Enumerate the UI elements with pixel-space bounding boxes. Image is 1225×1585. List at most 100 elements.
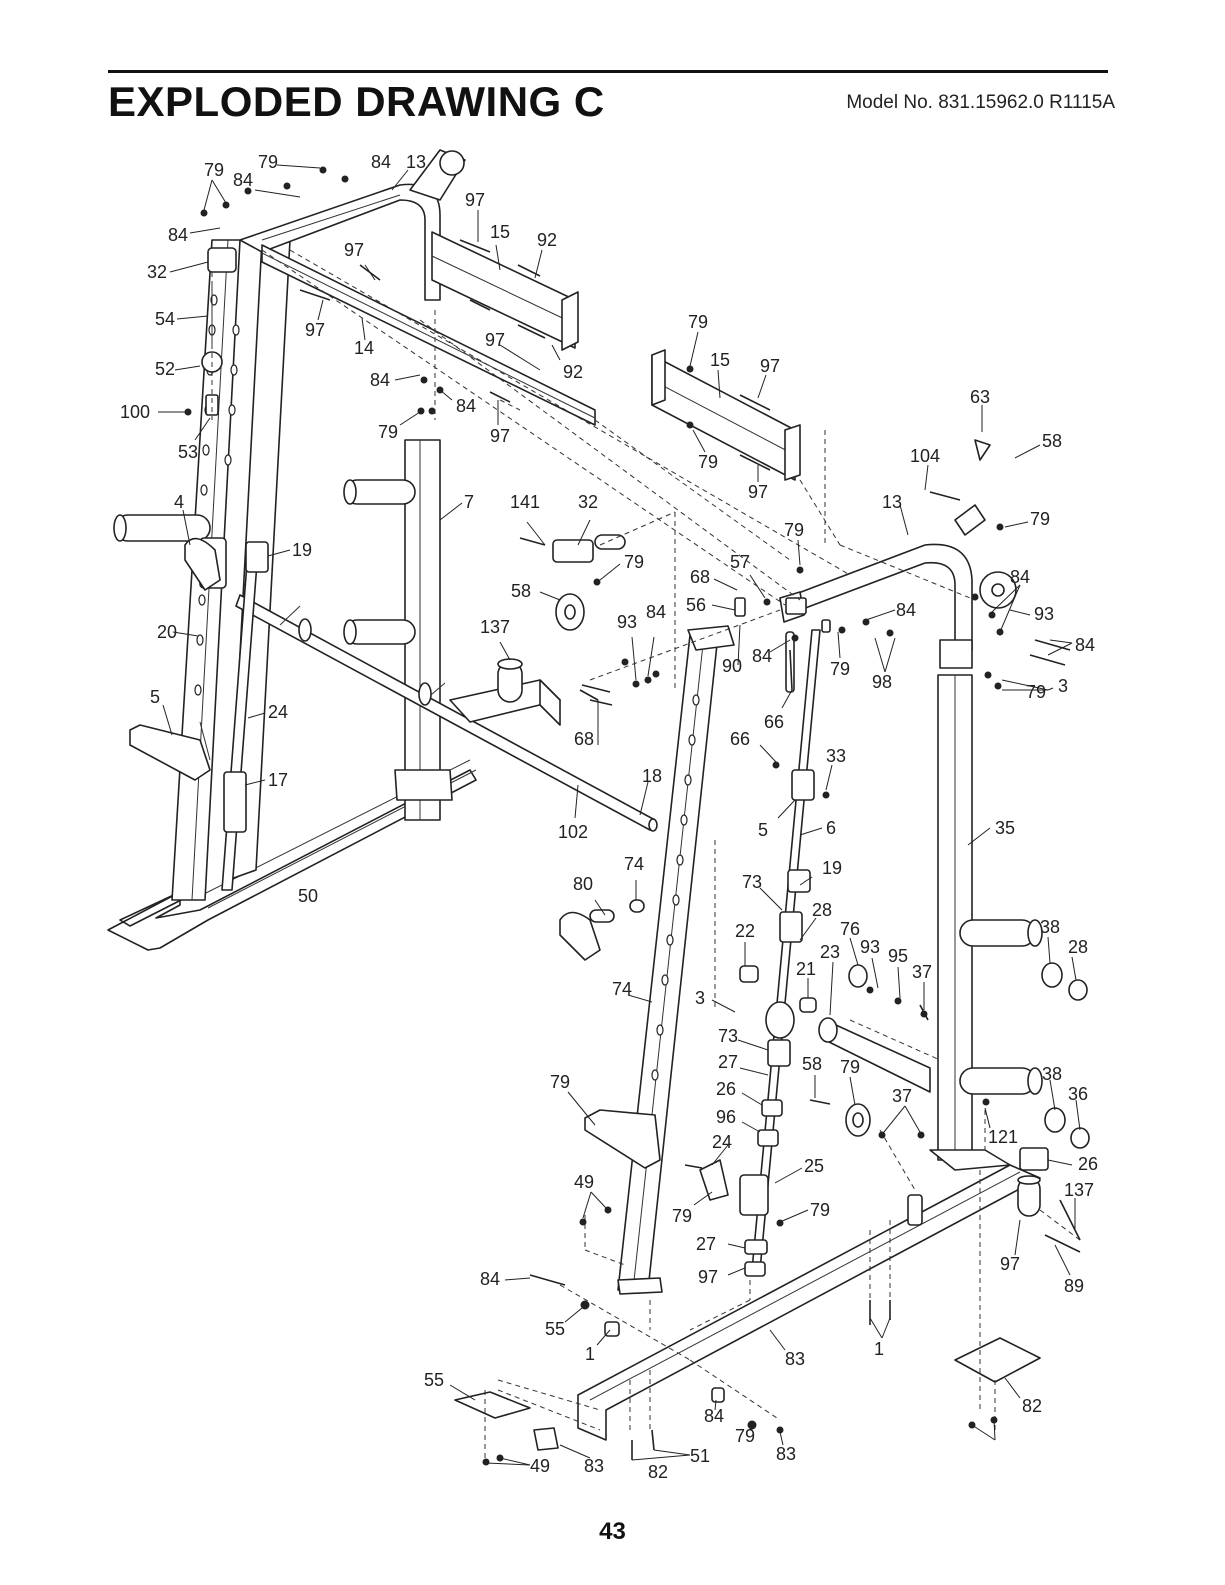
callout: 37 bbox=[912, 962, 932, 982]
callout: 83 bbox=[584, 1456, 604, 1476]
mid-pulley-carriage bbox=[552, 534, 626, 631]
callout: 22 bbox=[735, 921, 755, 941]
left-hooks bbox=[129, 537, 221, 781]
top-pulley-13 bbox=[409, 149, 466, 201]
callout: 79 bbox=[698, 452, 718, 472]
callout: 79 bbox=[204, 160, 224, 180]
callout: 96 bbox=[716, 1107, 736, 1127]
callout: 74 bbox=[612, 979, 632, 999]
callout: 97 bbox=[748, 482, 768, 502]
callout: 58 bbox=[511, 581, 531, 601]
callout: 56 bbox=[686, 595, 706, 615]
callout: 79 bbox=[735, 1426, 755, 1446]
callout: 28 bbox=[1068, 937, 1088, 957]
right-carriage bbox=[739, 964, 931, 1137]
left-cable-hardware bbox=[201, 247, 237, 420]
callout: 104 bbox=[910, 446, 940, 466]
callout: 84 bbox=[370, 370, 390, 390]
callout: 95 bbox=[888, 946, 908, 966]
callout: 7 bbox=[464, 492, 474, 512]
callout: 19 bbox=[292, 540, 312, 560]
callout: 137 bbox=[1064, 1180, 1094, 1200]
callout: 84 bbox=[1075, 635, 1095, 655]
callout: 58 bbox=[1042, 431, 1062, 451]
callout: 5 bbox=[758, 820, 768, 840]
callout: 97 bbox=[490, 426, 510, 446]
callout: 97 bbox=[465, 190, 485, 210]
callout: 3 bbox=[1058, 676, 1068, 696]
callout: 84 bbox=[646, 602, 666, 622]
callout: 84 bbox=[233, 170, 253, 190]
callout: 1 bbox=[585, 1344, 595, 1364]
callout: 93 bbox=[860, 937, 880, 957]
barbell bbox=[235, 594, 658, 832]
callout: 73 bbox=[742, 872, 762, 892]
callout: 49 bbox=[530, 1456, 550, 1476]
leader-lines bbox=[158, 164, 1081, 1466]
callout: 100 bbox=[120, 402, 150, 422]
callout: 102 bbox=[558, 822, 588, 842]
callout: 20 bbox=[157, 622, 177, 642]
page-number: 43 bbox=[599, 1518, 626, 1545]
callout: 32 bbox=[578, 492, 598, 512]
callout: 141 bbox=[510, 492, 540, 512]
callout: 58 bbox=[802, 1054, 822, 1074]
callout: 74 bbox=[624, 854, 644, 874]
right-hooks bbox=[559, 899, 661, 1169]
callout: 19 bbox=[822, 858, 842, 878]
callout: 55 bbox=[545, 1319, 565, 1339]
callout: 27 bbox=[696, 1234, 716, 1254]
callout: 17 bbox=[268, 770, 288, 790]
callout: 79 bbox=[688, 312, 708, 332]
model-number: Model No. 831.15962.0 R1115A bbox=[846, 92, 1115, 113]
callout: 76 bbox=[840, 919, 860, 939]
callout: 84 bbox=[480, 1269, 500, 1289]
callout: 15 bbox=[490, 222, 510, 242]
callout: 93 bbox=[1034, 604, 1054, 624]
callout: 79 bbox=[840, 1057, 860, 1077]
left-weight-horns bbox=[113, 479, 416, 645]
callout: 66 bbox=[730, 729, 750, 749]
callout: 51 bbox=[690, 1446, 710, 1466]
callout: 83 bbox=[785, 1349, 805, 1369]
callout: 3 bbox=[695, 988, 705, 1008]
callout: 98 bbox=[872, 672, 892, 692]
small-hardware bbox=[580, 439, 1017, 1434]
callout: 84 bbox=[704, 1406, 724, 1426]
callout: 97 bbox=[344, 240, 364, 260]
callout: 79 bbox=[1026, 682, 1046, 702]
callout: 84 bbox=[896, 600, 916, 620]
callout: 97 bbox=[1000, 1254, 1020, 1274]
callout: 93 bbox=[617, 612, 637, 632]
callout: 66 bbox=[764, 712, 784, 732]
callout: 92 bbox=[563, 362, 583, 382]
callout: 24 bbox=[268, 702, 288, 722]
callout: 83 bbox=[776, 1444, 796, 1464]
callout: 82 bbox=[1022, 1396, 1042, 1416]
callout: 97 bbox=[485, 330, 505, 350]
callout: 25 bbox=[804, 1156, 824, 1176]
callout: 27 bbox=[718, 1052, 738, 1072]
callout: 68 bbox=[690, 567, 710, 587]
callout: 1 bbox=[874, 1339, 884, 1359]
callout: 84 bbox=[752, 646, 772, 666]
callout: 97 bbox=[760, 356, 780, 376]
callout: 89 bbox=[1064, 1276, 1084, 1296]
callout: 6 bbox=[826, 818, 836, 838]
callout: 55 bbox=[424, 1370, 444, 1390]
callout: 97 bbox=[698, 1267, 718, 1287]
callout: 53 bbox=[178, 442, 198, 462]
callout: 26 bbox=[716, 1079, 736, 1099]
callout: 38 bbox=[1042, 1064, 1062, 1084]
callout: 57 bbox=[730, 552, 750, 572]
callout: 84 bbox=[371, 152, 391, 172]
callout: 24 bbox=[712, 1132, 732, 1152]
callout: 80 bbox=[573, 874, 593, 894]
callout: 79 bbox=[550, 1072, 570, 1092]
callout: 84 bbox=[456, 396, 476, 416]
callout: 4 bbox=[174, 492, 184, 512]
callout: 97 bbox=[305, 320, 325, 340]
callout: 79 bbox=[258, 152, 278, 172]
callout: 18 bbox=[642, 766, 662, 786]
